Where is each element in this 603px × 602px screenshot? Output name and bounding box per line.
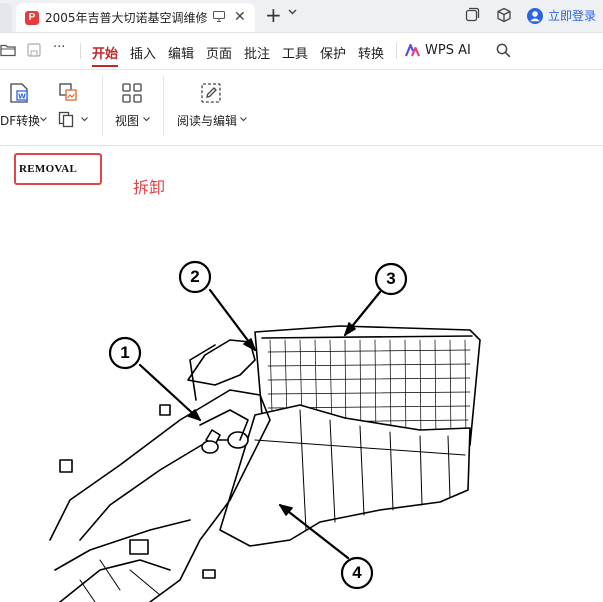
removal-heading: REMOVAL <box>19 163 78 175</box>
chevron-down-icon[interactable] <box>40 117 47 122</box>
menu-item-page[interactable]: 页面 <box>206 47 233 62</box>
chevron-down-icon[interactable] <box>143 117 150 122</box>
menu-item-insert[interactable]: 插入 <box>130 47 157 62</box>
menu-bar <box>0 33 603 70</box>
read-edit-icon[interactable] <box>200 82 222 104</box>
menu-item-tools[interactable]: 工具 <box>282 47 309 62</box>
chevron-down-icon[interactable] <box>288 9 297 15</box>
copy-pages-icon[interactable] <box>58 111 75 128</box>
annotation-text: 拆卸 <box>133 178 166 197</box>
more-options-icon[interactable]: ··· <box>53 40 66 55</box>
monitor-icon[interactable] <box>213 11 225 22</box>
view-grid-icon[interactable] <box>121 82 143 104</box>
menu-divider <box>80 43 81 59</box>
chevron-down-icon[interactable] <box>81 117 88 122</box>
pdf-file-icon: P <box>25 10 39 25</box>
menu-item-protect[interactable]: 保护 <box>320 47 347 62</box>
callout-4: 4 <box>352 563 362 582</box>
cube-icon[interactable] <box>496 7 512 23</box>
menu-divider <box>396 43 397 59</box>
window-restore-icon[interactable] <box>464 7 480 23</box>
ribbon-divider <box>163 76 164 136</box>
close-tab-icon[interactable]: ✕ <box>234 9 246 25</box>
read-edit-button[interactable]: 阅读与编辑 <box>177 114 238 128</box>
login-label: 立即登录 <box>548 9 597 23</box>
ribbon-divider <box>102 76 103 136</box>
wps-ai-label: WPS AI <box>425 43 471 58</box>
callout-1: 1 <box>120 343 130 362</box>
tab-title: 2005年吉普大切诺基空调维修 <box>45 11 208 25</box>
pdf-to-image-icon[interactable] <box>58 82 78 102</box>
ribbon-toolbar <box>0 70 603 146</box>
menu-item-annotate[interactable]: 批注 <box>244 47 271 62</box>
document-tab[interactable]: P 2005年吉普大切诺基空调维修 ✕ <box>16 3 255 32</box>
hvac-housing-illustration <box>49 260 481 602</box>
highlight-box <box>14 153 102 185</box>
title-bar: P 2005年吉普大切诺基空调维修 ✕ + 立即登录 <box>0 0 603 33</box>
previous-tab[interactable] <box>0 3 12 32</box>
login-button[interactable]: 立即登录 <box>527 7 596 24</box>
view-button[interactable]: 视图 <box>115 114 140 128</box>
svg-text:W: W <box>18 93 26 101</box>
folder-icon[interactable] <box>0 43 16 57</box>
user-avatar-icon <box>527 7 543 24</box>
new-tab-icon[interactable]: + <box>265 3 282 27</box>
save-icon[interactable] <box>27 43 41 57</box>
menu-item-convert[interactable]: 转换 <box>358 47 385 62</box>
active-tab-underline <box>92 65 118 67</box>
chevron-down-icon[interactable] <box>240 117 247 122</box>
menu-item-start[interactable]: 开始 <box>92 47 119 62</box>
callout-3: 3 <box>386 269 396 288</box>
menu-item-edit[interactable]: 编辑 <box>168 47 195 62</box>
pdf-to-word-icon[interactable]: W <box>8 82 30 104</box>
pdf-convert-button[interactable]: DF转换 <box>0 114 41 128</box>
wps-ai-button[interactable]: WPS AI <box>405 43 471 58</box>
wps-ai-logo-icon <box>405 44 420 57</box>
callout-2: 2 <box>190 267 200 286</box>
search-icon[interactable] <box>496 43 511 58</box>
